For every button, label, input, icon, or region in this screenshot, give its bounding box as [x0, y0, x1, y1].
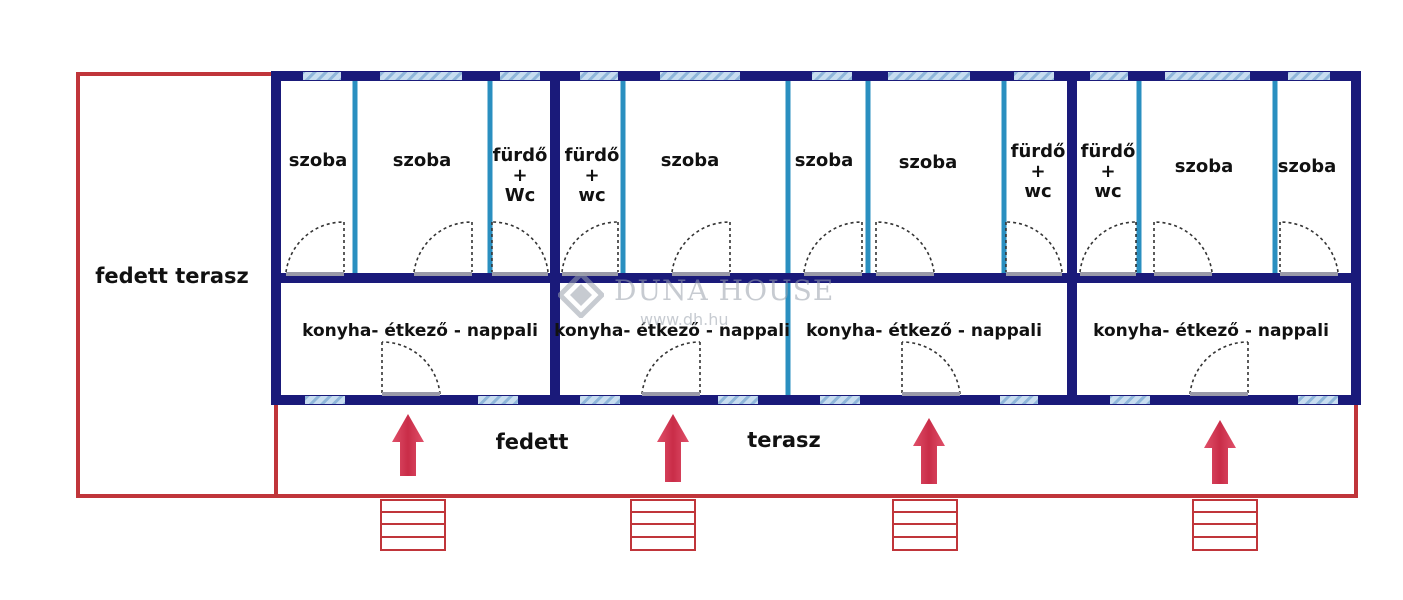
stair-1 — [380, 499, 446, 551]
door-r11 — [1279, 221, 1339, 273]
room-label-r8-line3: wc — [1024, 181, 1052, 202]
side-terrace-outline — [76, 72, 278, 498]
room-label-r11: szoba — [1277, 156, 1337, 177]
room-label-r9-line2: + — [1100, 161, 1116, 182]
doors — [285, 221, 1339, 395]
room-label-r9-line1: fürdő — [1080, 141, 1136, 162]
door-r4 — [561, 221, 619, 273]
room-label-r3-line3: Wc — [504, 185, 536, 206]
door-r3 — [491, 221, 549, 273]
room-label-r4-line1: fürdő — [564, 145, 620, 166]
living-room-label-3: konyha- étkező - nappali — [806, 321, 1042, 341]
room-label-r2: szoba — [392, 150, 452, 171]
partition-walls — [352, 80, 1278, 396]
room-label-r8-line2: + — [1030, 161, 1046, 182]
stair-4 — [1192, 499, 1258, 551]
entrance-arrows — [392, 414, 1236, 484]
living-room-label-4: konyha- étkező - nappali — [1093, 321, 1329, 341]
room-label-r3-line2: + — [512, 165, 528, 186]
room-label-r5: szoba — [660, 150, 720, 171]
room-label-r9-line3: wc — [1094, 181, 1122, 202]
door-entrance-4 — [1189, 341, 1249, 395]
room-label-r10: szoba — [1174, 156, 1234, 177]
room-label-r4: fürdő + wc — [565, 146, 620, 206]
room-label-r8: fürdő + wc — [1011, 142, 1066, 202]
entrance-arrow-3 — [913, 418, 945, 484]
living-room-label-2: konyha- étkező - nappali — [554, 321, 790, 341]
door-entrance-3 — [901, 341, 961, 395]
door-entrance-1 — [381, 341, 441, 395]
door-r2 — [413, 221, 473, 273]
door-r7 — [875, 221, 935, 273]
entrance-arrow-4 — [1204, 420, 1236, 484]
door-r6 — [803, 221, 863, 273]
room-label-r4-line2: + — [584, 165, 600, 186]
room-label-r3-line1: fürdő — [492, 145, 548, 166]
room-label-r9: fürdő + wc — [1081, 142, 1136, 202]
windows-bottom — [305, 396, 1338, 404]
stairs — [380, 499, 1258, 551]
living-room-label-1: konyha- étkező - nappali — [302, 321, 538, 341]
door-r1 — [285, 221, 345, 273]
front-terrace-label-2: terasz — [747, 428, 821, 452]
outer-walls — [271, 71, 1361, 405]
door-entrance-2 — [641, 341, 701, 395]
door-r10 — [1153, 221, 1213, 273]
room-label-r8-line1: fürdő — [1010, 141, 1066, 162]
front-terrace-outline — [276, 402, 1358, 498]
side-terrace-label: fedett terasz — [95, 264, 249, 288]
room-label-r7: szoba — [898, 152, 958, 173]
door-r5 — [671, 221, 731, 273]
door-r9 — [1079, 221, 1137, 273]
windows-top — [303, 72, 1330, 80]
door-thresholds — [286, 272, 1338, 396]
entrance-arrow-2 — [657, 414, 689, 482]
stair-3 — [892, 499, 958, 551]
front-terrace-label-1: fedett — [495, 430, 569, 454]
room-label-r1: szoba — [288, 150, 348, 171]
room-label-r4-line3: wc — [578, 185, 606, 206]
door-r8 — [1005, 221, 1063, 273]
entrance-arrow-1 — [392, 414, 424, 476]
room-label-r6: szoba — [794, 150, 854, 171]
room-label-r3: fürdő + Wc — [493, 146, 548, 206]
stair-2 — [630, 499, 696, 551]
